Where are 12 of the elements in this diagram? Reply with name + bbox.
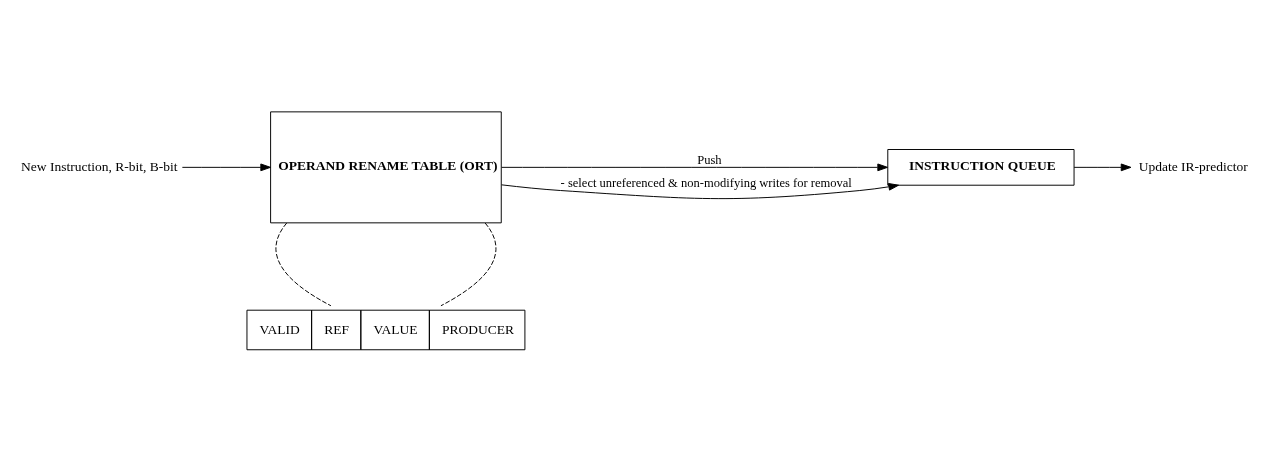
node-text: New Instruction, R-bit, B-bit (21, 158, 178, 174)
arrow (181, 163, 271, 171)
arrow (1073, 163, 1132, 171)
node-box: INSTRUCTION QUEUE (887, 148, 1075, 186)
connector (440, 222, 497, 306)
edge-label: - select unreferenced & non-modifying writes for removal (560, 175, 852, 190)
node-text: Update IR-predictor (1138, 158, 1248, 174)
connector (275, 222, 332, 306)
edge-label: Push (697, 152, 722, 167)
node-box: OPERAND RENAME TABLE (ORT) (270, 110, 502, 223)
arrow (501, 182, 899, 199)
arrow (501, 163, 888, 171)
